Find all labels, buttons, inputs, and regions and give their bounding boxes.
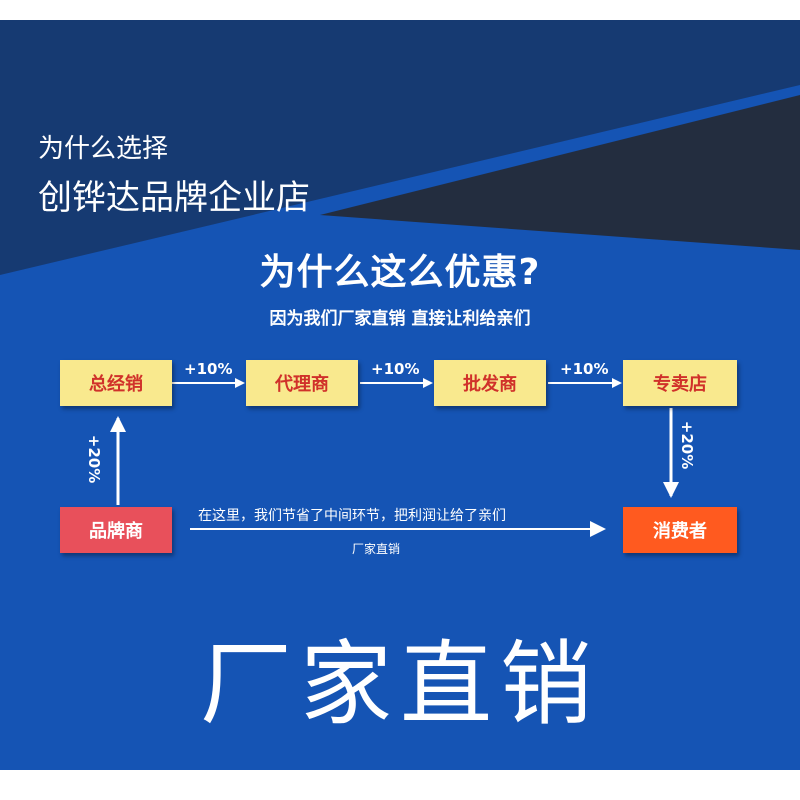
navy-wedge [0, 20, 800, 275]
node-agent: 代理商 [246, 360, 358, 406]
factory-direct-slogan: 厂家直销 [199, 631, 600, 738]
markup-label-3: +10% [560, 360, 609, 378]
markup-label-1: +10% [184, 360, 233, 378]
markup-label-2: +10% [371, 360, 420, 378]
question-subtitle: 因为我们厂家直销 直接让利给亲们 [269, 309, 531, 329]
node-consumer: 消费者 [623, 507, 737, 553]
direct-note: 在这里，我们节省了中间环节，把利润让给了亲们 [198, 508, 506, 524]
markup-label-brand: +20% [85, 434, 104, 484]
store-name-heading: 创铧达品牌企业店 [38, 178, 310, 218]
node-distributor: 总经销 [60, 360, 172, 406]
node-store: 专卖店 [623, 360, 737, 406]
node-brand: 品牌商 [60, 507, 172, 553]
markup-label-store: +20% [678, 420, 697, 470]
dark-wedge [320, 95, 800, 250]
node-wholesaler: 批发商 [434, 360, 546, 406]
question-title: 为什么这么优惠? [259, 252, 541, 293]
why-choose-heading: 为什么选择 [38, 134, 169, 164]
direct-label: 厂家直销 [352, 542, 401, 556]
